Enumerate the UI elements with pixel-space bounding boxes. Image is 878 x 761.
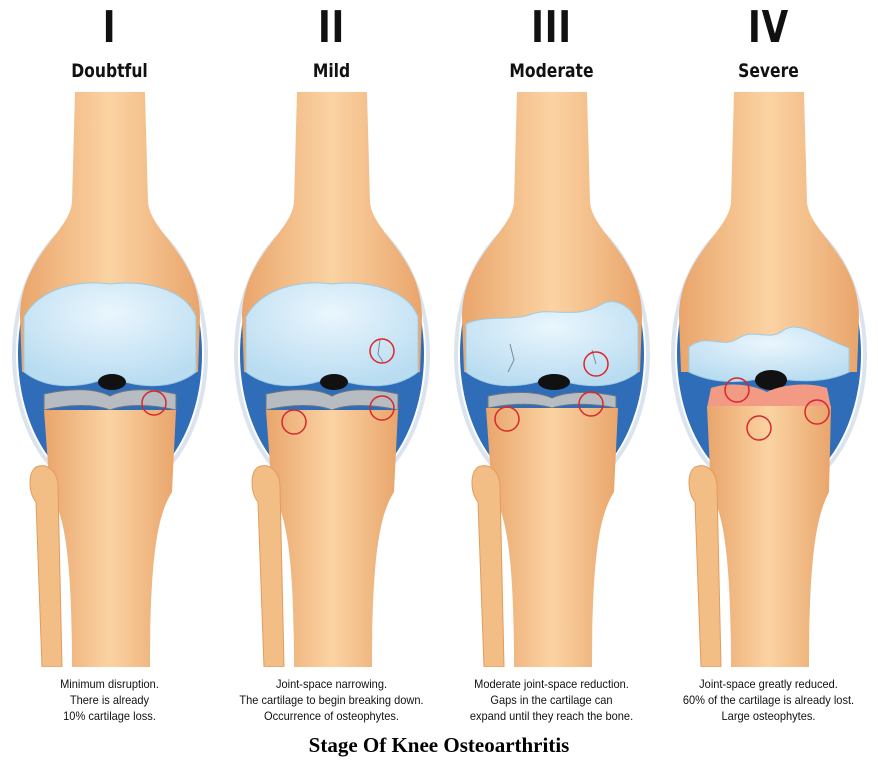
description-line: Occurrence of osteophytes. bbox=[231, 708, 432, 724]
stage-description: Joint-space greatly reduced. 60% of the … bbox=[668, 676, 869, 724]
stage-description: Joint-space narrowing. The cartilage to … bbox=[231, 676, 432, 724]
joint-gap bbox=[320, 374, 348, 390]
joint-gap bbox=[538, 374, 570, 390]
description-line: Moderate joint-space reduction. bbox=[451, 676, 652, 692]
description-line: The cartilage to begin breaking down. bbox=[231, 692, 432, 708]
description-line: Joint-space greatly reduced. bbox=[668, 676, 869, 692]
femur-cartilage bbox=[24, 283, 196, 386]
stage-severity: Moderate bbox=[462, 60, 642, 82]
tibia bbox=[266, 410, 398, 667]
tibia bbox=[486, 408, 618, 667]
figure-caption: Stage Of Knee Osteoarthritis bbox=[0, 733, 878, 758]
fibula bbox=[252, 466, 284, 667]
knee-joint-illustration bbox=[659, 92, 878, 667]
description-line: Joint-space narrowing. bbox=[231, 676, 432, 692]
tibia bbox=[707, 406, 831, 667]
description-line: Large osteophytes. bbox=[668, 708, 869, 724]
stage-numeral: II bbox=[246, 2, 417, 53]
knee-joint-illustration bbox=[222, 92, 441, 667]
stage-numeral: I bbox=[24, 2, 195, 53]
tibia bbox=[44, 410, 176, 667]
knee-joint-illustration bbox=[442, 92, 661, 667]
fibula bbox=[30, 466, 62, 667]
description-line: Minimum disruption. bbox=[9, 676, 210, 692]
description-line: 60% of the cartilage is already lost. bbox=[668, 692, 869, 708]
stage-numeral: III bbox=[466, 2, 637, 53]
description-line: expand until they reach the bone. bbox=[451, 708, 652, 724]
description-line: 10% cartilage loss. bbox=[9, 708, 210, 724]
stage-severity: Doubtful bbox=[20, 60, 200, 82]
knee-joint-illustration bbox=[0, 92, 219, 667]
stage-severity: Mild bbox=[242, 60, 422, 82]
fibula bbox=[472, 466, 504, 667]
stage-severity: Severe bbox=[679, 60, 859, 82]
stage-2: II Mild Joint-space narrowing. The carti… bbox=[222, 0, 441, 740]
stage-description: Moderate joint-space reduction. Gaps in … bbox=[451, 676, 652, 724]
stage-1: I Doubtful Minimum disruption. There is … bbox=[0, 0, 219, 740]
femur-cartilage bbox=[246, 283, 418, 386]
stage-description: Minimum disruption. There is already 10%… bbox=[9, 676, 210, 724]
stage-3: III Moderate Moderate joint-space reduct… bbox=[442, 0, 661, 740]
femur bbox=[679, 92, 859, 372]
fibula bbox=[689, 466, 721, 667]
stage-numeral: IV bbox=[683, 2, 854, 53]
joint-gap bbox=[98, 374, 126, 390]
description-line: There is already bbox=[9, 692, 210, 708]
description-line: Gaps in the cartilage can bbox=[451, 692, 652, 708]
stage-4: IV Severe Joint-space greatly reduced. 6… bbox=[659, 0, 878, 740]
